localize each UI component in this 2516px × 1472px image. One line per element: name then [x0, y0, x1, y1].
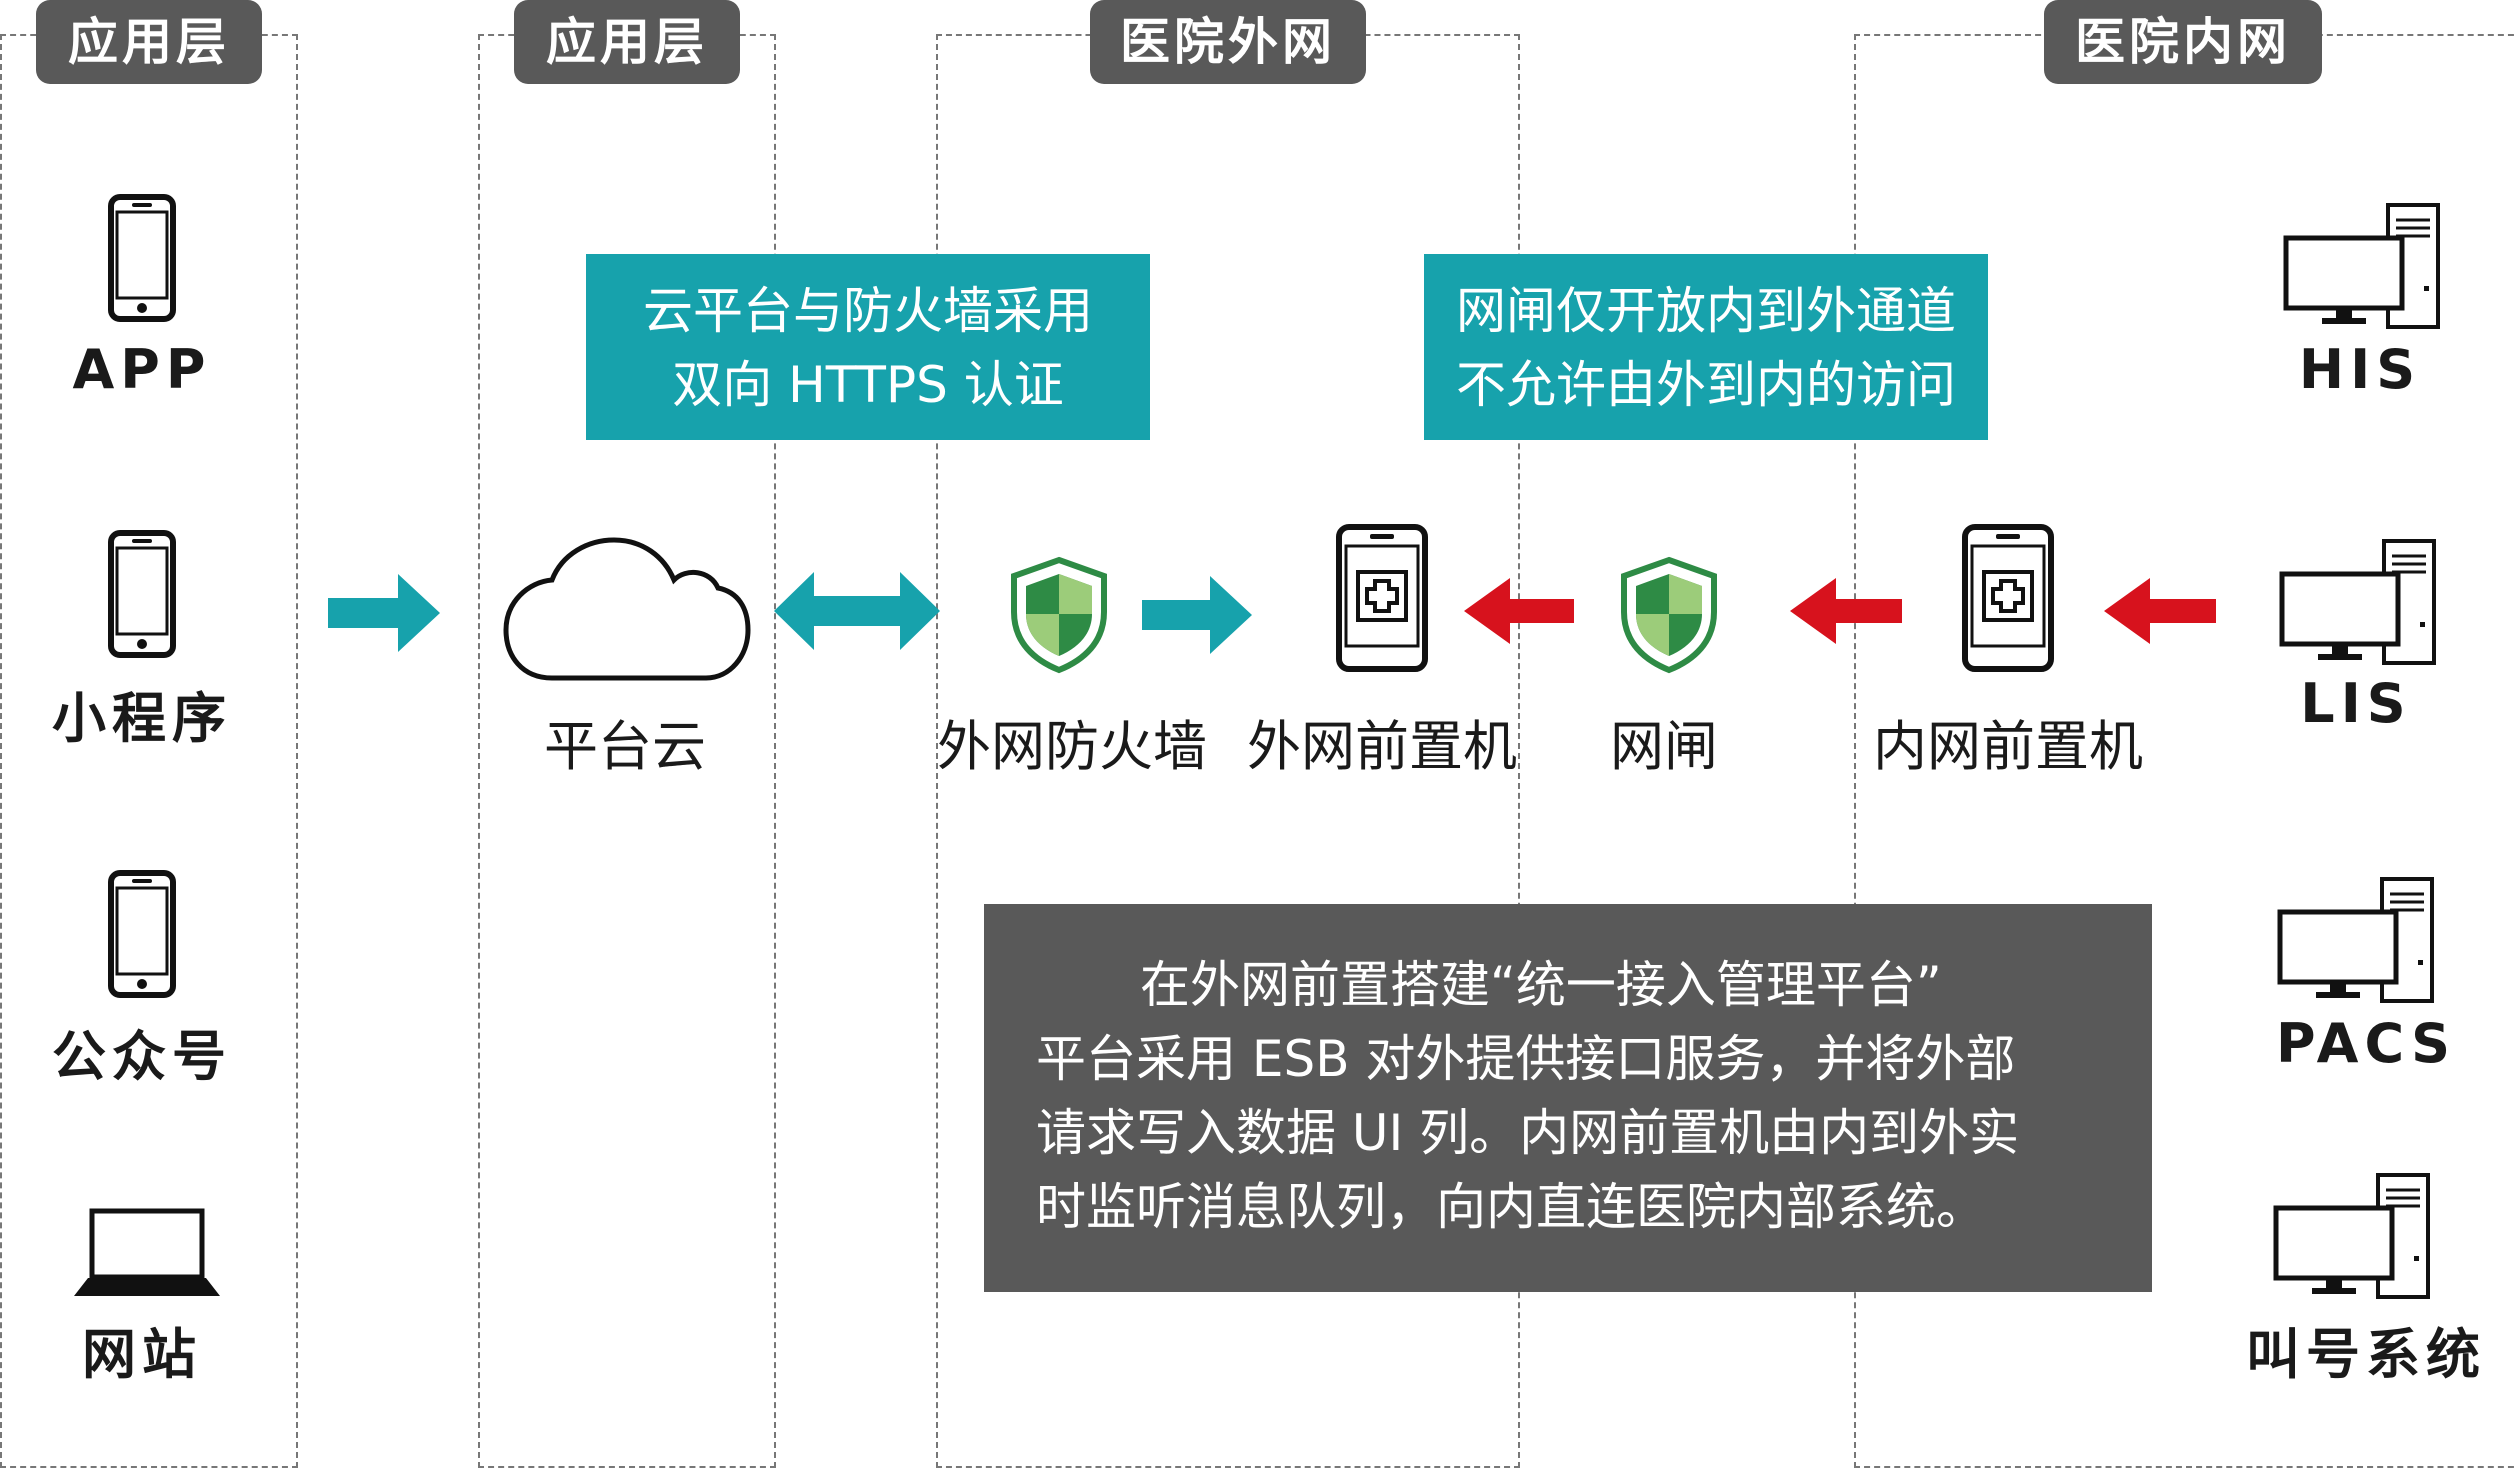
note-https-line-1: 云平台与防火墙采用: [643, 282, 1093, 340]
medical-server-icon: [1336, 524, 1428, 672]
header-hospital-external: 医院外网: [1090, 0, 1366, 84]
header-app-layer-1: 应用层: [36, 0, 262, 84]
description-line-1: 在外网前置搭建“统一接入管理平台”: [1140, 956, 1942, 1014]
phone-icon: [108, 530, 176, 658]
arrow-right-icon: [1142, 576, 1252, 654]
desktop-computer-icon: [2283, 203, 2440, 329]
node-label-gateway: 网闸: [1610, 715, 1718, 778]
node-label-firewall: 外网防火墙: [937, 715, 1207, 778]
phone-icon: [108, 870, 176, 998]
system-label-his: HIS: [2298, 338, 2422, 401]
desktop-computer-icon: [2277, 877, 2434, 1003]
header-hospital-internal: 医院内网: [2044, 0, 2322, 84]
desktop-computer-icon: [2279, 539, 2436, 665]
arrow-left-icon: [2104, 578, 2216, 644]
description-line-4: 时监听消息队列，向内直连医院内部系统。: [1036, 1178, 1986, 1236]
note-https-line-2: 双向 HTTPS 认证: [672, 356, 1064, 414]
shield-icon: [1011, 556, 1107, 674]
note-https-auth: 云平台与防火墙采用 双向 HTTPS 认证: [586, 254, 1150, 440]
client-label-app: APP: [72, 338, 212, 401]
node-label-outer-server: 外网前置机: [1247, 715, 1517, 778]
phone-icon: [108, 194, 176, 322]
arrow-left-icon: [1790, 578, 1902, 644]
double-arrow-icon: [774, 572, 940, 650]
header-app-layer-2: 应用层: [514, 0, 740, 84]
client-label-miniprogram: 小程序: [52, 687, 232, 750]
note-gateway-policy: 网闸仅开放内到外通道 不允许由外到内的访问: [1424, 254, 1988, 440]
description-line-2: 平台采用 ESB 对外提供接口服务，并将外部: [1036, 1030, 2016, 1088]
laptop-icon: [74, 1208, 220, 1296]
desktop-computer-icon: [2273, 1173, 2430, 1299]
note-gateway-line-1: 网闸仅开放内到外通道: [1456, 282, 1956, 340]
client-label-official-account: 公众号: [52, 1025, 232, 1088]
arrow-left-icon: [1464, 578, 1574, 644]
medical-server-icon: [1962, 524, 2054, 672]
arrow-right-icon: [328, 574, 440, 652]
client-label-website: 网站: [82, 1323, 202, 1386]
description-line-3: 请求写入数据 UI 列。内网前置机由内到外实: [1036, 1104, 2020, 1162]
system-label-pacs: PACS: [2276, 1012, 2456, 1075]
cloud-icon: [503, 537, 751, 681]
system-label-queue: 叫号系统: [2246, 1323, 2486, 1386]
node-label-cloud: 平台云: [544, 715, 706, 778]
shield-icon: [1621, 556, 1717, 674]
description-box: 在外网前置搭建“统一接入管理平台” 平台采用 ESB 对外提供接口服务，并将外部…: [984, 904, 2152, 1292]
node-label-inner-server: 内网前置机: [1873, 715, 2143, 778]
note-gateway-line-2: 不允许由外到内的访问: [1456, 356, 1956, 414]
system-label-lis: LIS: [2300, 672, 2412, 735]
